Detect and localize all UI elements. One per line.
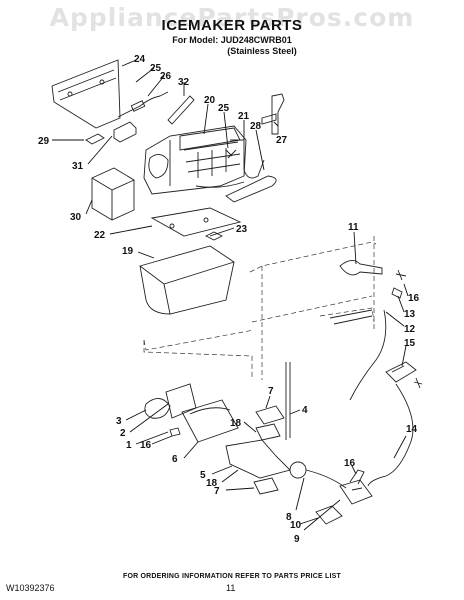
- document-number: W10392376: [6, 583, 55, 593]
- callout-9: 9: [294, 534, 300, 545]
- callout-29: 29: [38, 136, 50, 147]
- part-ice-bin: [139, 231, 235, 315]
- callout-25-top: 25: [150, 63, 162, 74]
- part-nut-16: [349, 469, 365, 485]
- callout-14: 14: [406, 424, 418, 435]
- page-number: 11: [226, 583, 236, 593]
- part-clamp-13: [391, 287, 403, 299]
- part-cover-block: [91, 167, 135, 221]
- part-motor: [144, 398, 171, 419]
- callout-16-right: 16: [408, 293, 420, 304]
- part-valve-fitting: [289, 461, 307, 479]
- part-deflector: [225, 175, 277, 203]
- leader-lines: [52, 59, 409, 531]
- part-screw: [225, 149, 237, 159]
- callout-25: 25: [218, 103, 230, 114]
- part-arm-wire: [195, 181, 245, 188]
- model-line: For Model: JUD248CWRB01: [172, 35, 292, 45]
- part-screw-16: [395, 269, 407, 281]
- callout-10: 10: [290, 520, 302, 531]
- part-valve-line: [305, 469, 347, 489]
- part-icemaker-assembly: [143, 125, 247, 195]
- callout-24: 24: [134, 54, 146, 65]
- part-heater-tube: [181, 399, 239, 443]
- part-fill-tube: [167, 95, 195, 125]
- callout-18-lower: 18: [206, 478, 218, 489]
- part-long-water-line: [367, 383, 414, 487]
- part-valve-assembly: [339, 479, 373, 505]
- callout-28: 28: [250, 121, 262, 132]
- callout-32: 32: [178, 77, 190, 88]
- callout-31: 31: [72, 161, 84, 172]
- callout-23: 23: [236, 224, 248, 235]
- part-pad: [85, 133, 105, 145]
- cabinet-outline: [143, 236, 377, 380]
- part-clip-tab: [261, 113, 277, 125]
- part-screw-16b: [413, 377, 423, 389]
- callout-20: 20: [204, 95, 216, 106]
- part-shelf-plate: [150, 207, 242, 237]
- callout-21: 21: [238, 111, 250, 122]
- part-line-bracket: [385, 361, 417, 383]
- callout-11: 11: [348, 222, 359, 233]
- ordering-info: FOR ORDERING INFORMATION REFER TO PARTS …: [122, 573, 342, 580]
- part-fitting-10: [315, 505, 343, 525]
- callout-18: 18: [230, 418, 242, 429]
- finish-line: (Stainless Steel): [227, 46, 297, 56]
- callout-numbers: 24 25 26 32 20 25 21 28 27 29 31 30 22 2…: [38, 54, 420, 545]
- callout-15: 15: [404, 338, 416, 349]
- callout-27: 27: [276, 135, 288, 146]
- callout-3: 3: [116, 416, 122, 427]
- callout-22: 22: [94, 230, 106, 241]
- part-bracket-small: [113, 121, 137, 143]
- part-block-18: [255, 423, 281, 441]
- part-harness-plug: [130, 100, 146, 112]
- part-wire-harness: [117, 91, 169, 118]
- callout-30: 30: [70, 212, 82, 223]
- callout-8: 8: [286, 512, 292, 523]
- page-title: ICEMAKER PARTS: [161, 17, 303, 34]
- part-mounting-plate: [51, 59, 121, 129]
- part-block-7: [255, 405, 285, 425]
- callout-19: 19: [122, 246, 134, 257]
- callout-6: 6: [172, 454, 178, 465]
- callout-4: 4: [302, 405, 308, 416]
- callout-1: 1: [126, 440, 132, 451]
- callout-7: 7: [268, 386, 274, 397]
- watermark: AppliancePartsPros.com: [49, 3, 415, 32]
- callout-16-valve: 16: [344, 458, 356, 469]
- part-block-7b: [253, 477, 279, 495]
- part-valve-tube: [285, 362, 291, 440]
- callout-5: 5: [200, 470, 206, 481]
- part-water-line: [349, 309, 387, 401]
- part-small-screw: [169, 427, 181, 437]
- callout-16-left: 16: [140, 440, 152, 451]
- part-fill-cup: [339, 260, 383, 276]
- callout-13: 13: [404, 309, 416, 320]
- callout-2: 2: [120, 428, 126, 439]
- callout-26: 26: [160, 71, 172, 82]
- callout-7-lower: 7: [214, 486, 220, 497]
- callout-12: 12: [404, 324, 416, 335]
- part-shutoff-arm: [230, 139, 265, 179]
- part-clip: [271, 93, 285, 135]
